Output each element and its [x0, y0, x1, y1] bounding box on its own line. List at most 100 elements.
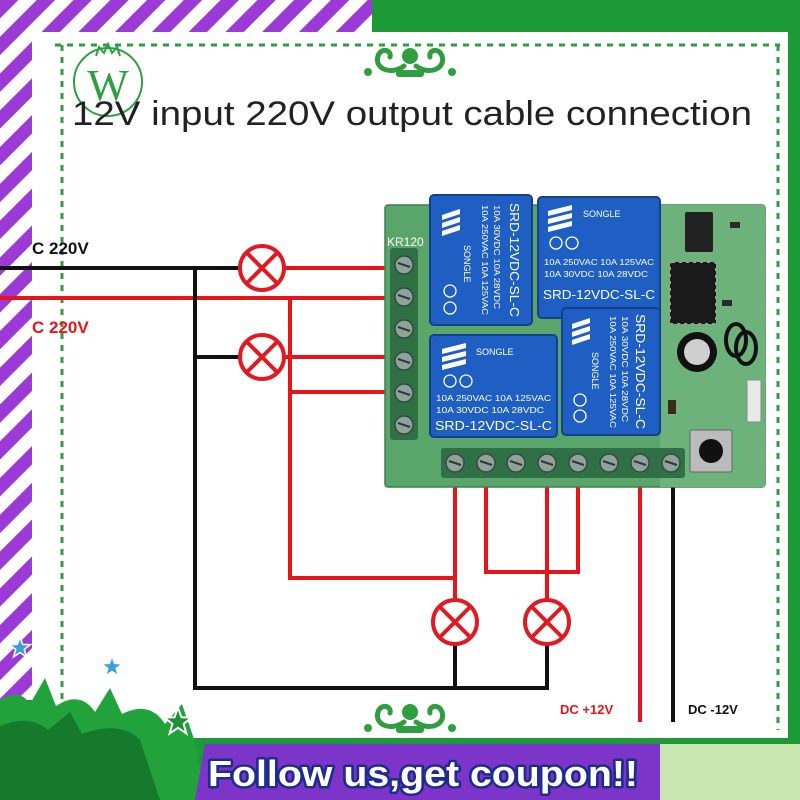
terminal-screw [599, 453, 619, 473]
ornament-curl-right [413, 48, 446, 73]
cert-mark-icon [573, 409, 587, 423]
ornament-center [402, 704, 418, 720]
terminal-screw [476, 453, 496, 473]
screw-slot [509, 460, 523, 466]
screw-slot [664, 460, 678, 466]
logo-stripe [548, 205, 572, 216]
terminal-screw [394, 351, 414, 371]
terminal-screw [568, 453, 588, 473]
relay-rating-dc: 10A 30VDC 10A 28VDC [492, 205, 501, 309]
wiring [0, 266, 675, 722]
relay-rating-ac: 10A 250VAC 10A 125VAC [544, 258, 654, 267]
tact-switch-button [699, 439, 723, 463]
banner-background [195, 744, 660, 800]
ornament-dot [448, 724, 456, 732]
screw-slot [602, 460, 616, 466]
relay-rating-ac: 10A 250VAC 10A 125VAC [436, 394, 551, 403]
relay-rating-dc: 10A 30VDC 10A 28VDC [436, 406, 544, 415]
lamp-cross [438, 605, 472, 639]
grass-decoration [0, 712, 160, 800]
relay-rating-dc: 10A 30VDC 10A 28VDC [544, 270, 648, 279]
ic-decoder [669, 261, 717, 325]
relay-2: SONGLE 10A 250VAC 10A 125VAC 10A 30VDC 1… [537, 196, 661, 319]
cert-mark-icon [443, 301, 457, 315]
cert-mark-icon [443, 374, 457, 388]
relay-rating-dc: 10A 30VDC 10A 28VDC [620, 316, 629, 422]
relay-model: SRD-12VDC-SL-C [507, 203, 522, 317]
terminal-screw [506, 453, 526, 473]
logo-stripe [572, 334, 590, 345]
relay-brand: SONGLE [583, 209, 621, 219]
relay-model: SRD-12VDC-SL-C [435, 418, 552, 433]
ac-line-red-label: C 220V [32, 318, 89, 337]
smd-component [730, 222, 740, 228]
terminal-screw [630, 453, 650, 473]
ic-small [685, 212, 713, 252]
terminal-screw [394, 383, 414, 403]
smd-component [668, 400, 676, 414]
terminal-screw [537, 453, 557, 473]
logo-ring [73, 47, 143, 117]
connector [746, 379, 762, 423]
lamp-cross [245, 340, 279, 374]
ornament-bar [396, 70, 424, 77]
dc-positive-label: DC +12V [560, 702, 613, 717]
logo-stripe [442, 351, 466, 362]
screw-slot [397, 422, 411, 428]
lamp-cross [245, 251, 279, 285]
logo-stripe [548, 213, 572, 224]
screw-slot [397, 294, 411, 300]
logo-stripe [548, 221, 572, 232]
lamp-icon [238, 244, 286, 292]
relay-rating-ac: 10A 250VAC 10A 125VAC [480, 205, 489, 315]
terminal-screw [661, 453, 681, 473]
logo-stripe [442, 209, 460, 220]
terminal-screw [445, 453, 465, 473]
relay-1: SONGLE 10A 250VAC 10A 125VAC 10A 30VDC 1… [429, 194, 533, 326]
logo-letter: W [87, 61, 129, 110]
frame-stripes-left [0, 0, 32, 700]
terminal-block-left [390, 248, 418, 440]
relay-brand: SONGLE [476, 347, 514, 357]
coupon-banner-text: Follow us,get coupon!! [208, 753, 638, 794]
star-icon [99, 653, 125, 678]
logo-stripe [442, 359, 466, 370]
ornament-curl-left [374, 48, 407, 73]
ac-line-black-label: C 220V [32, 239, 89, 258]
smd-component [722, 300, 732, 306]
logo-stripe [442, 343, 466, 354]
star-icon [7, 634, 33, 659]
terminal-screw [394, 255, 414, 275]
cert-mark-icon [459, 374, 473, 388]
terminal-block-bottom [441, 448, 685, 478]
screw-slot [571, 460, 585, 466]
lamp-icon [431, 598, 479, 646]
relay-brand: SONGLE [462, 245, 472, 283]
ornament-dot [364, 724, 372, 732]
frame-stripes-top [0, 0, 372, 32]
logo-stripe [442, 225, 460, 236]
ornament-curl-right [413, 704, 446, 729]
screw-slot [479, 460, 493, 466]
cert-mark-icon [443, 284, 457, 298]
logo-stripe [572, 326, 590, 337]
ornament-dot [448, 68, 456, 76]
screw-slot [397, 326, 411, 332]
relay-4: SONGLE 10A 250VAC 10A 125VAC 10A 30VDC 1… [561, 307, 661, 436]
logo-stripe [572, 318, 590, 329]
lamp-cross [530, 605, 564, 639]
songle-logo-icon [442, 343, 466, 370]
board-silkscreen: KR120 [387, 235, 424, 249]
lamp-icon [523, 598, 571, 646]
ornament-dot [364, 68, 372, 76]
relay-board: KR120 SONGLE 10A 250VAC [384, 194, 766, 488]
relay-rating-ac: 10A 250VAC 10A 125VAC [608, 316, 617, 428]
star-icon [161, 704, 195, 736]
terminal-screw [394, 415, 414, 435]
antenna-coil [734, 330, 758, 366]
ornament-bar [396, 726, 424, 733]
ornament-icon [364, 48, 456, 77]
relay-3: SONGLE 10A 250VAC 10A 125VAC 10A 30VDC 1… [429, 334, 558, 438]
ornament-icon [364, 704, 456, 733]
